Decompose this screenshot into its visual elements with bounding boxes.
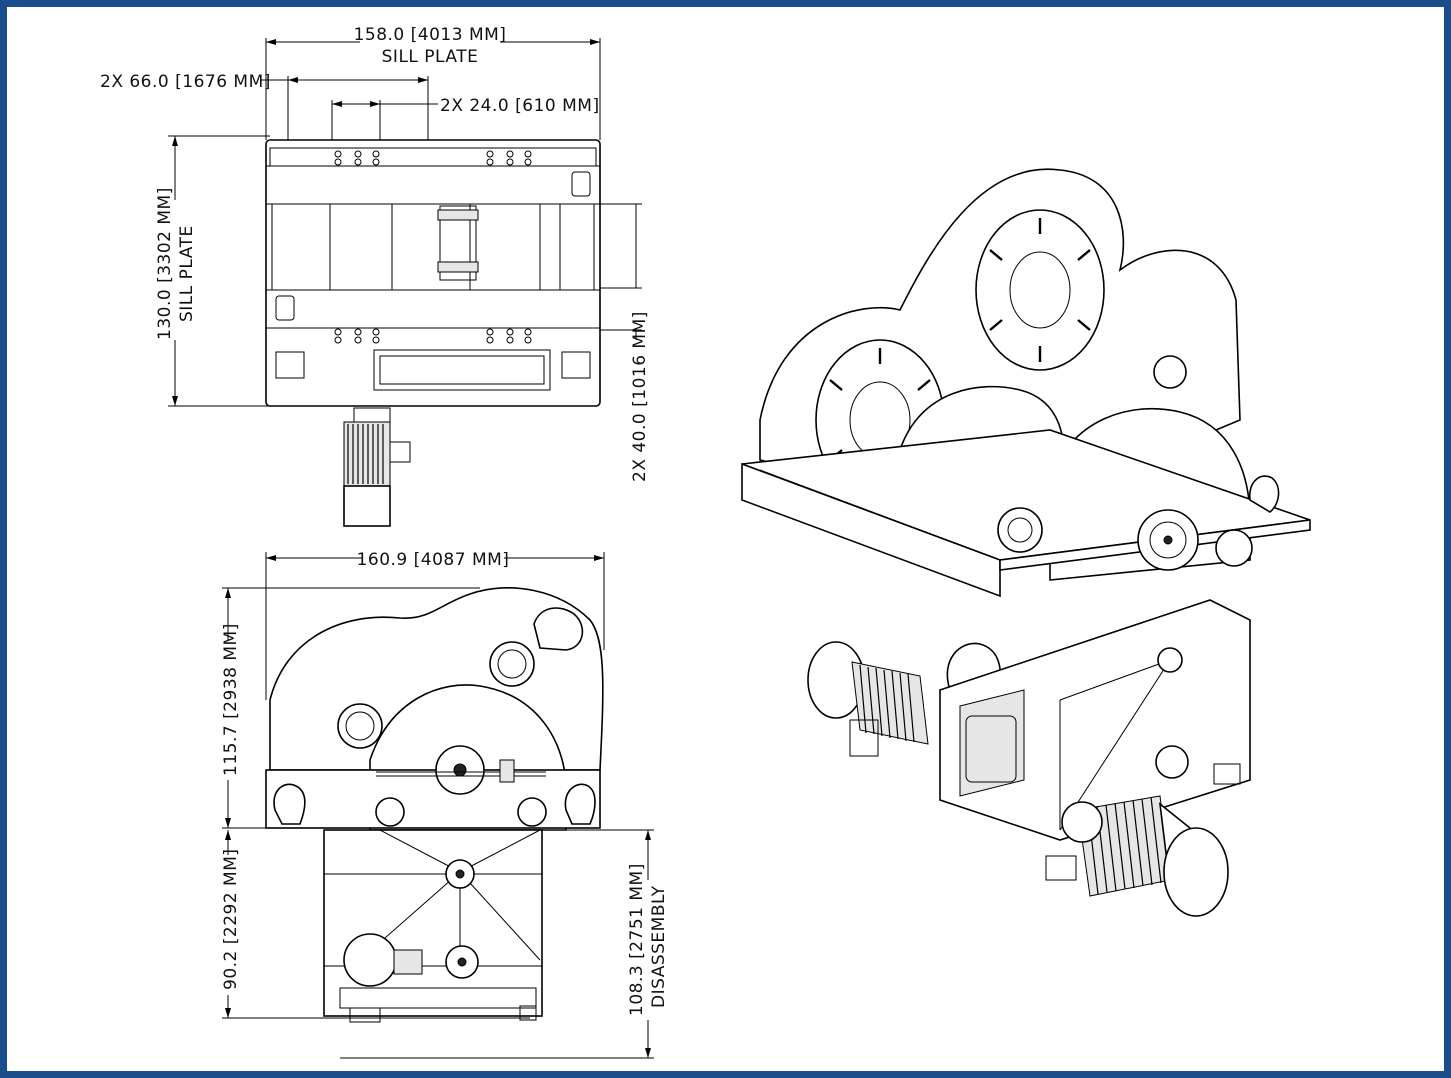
disassembly-sub: DISASSEMBLY (649, 885, 669, 1008)
top-view: 158.0 [4013 MM] SILL PLATE 2X 66.0 [1676… (100, 25, 650, 527)
isometric-view (741, 168, 1311, 917)
top-depth-sub: SILL PLATE (177, 225, 197, 322)
side-view: 160.9 [4087 MM] 115.7 [2938 MM] 90.2 [22… (215, 546, 670, 1059)
disassembly-dim: 108.3 [2751 MM] (627, 863, 647, 1016)
outer-spacing-dim: 2X 66.0 [1676 MM] (100, 72, 271, 92)
top-depth-dim: 130.0 [3302 MM] (155, 187, 175, 340)
top-width-dim: 158.0 [4013 MM] (354, 25, 507, 45)
top-width-sub: SILL PLATE (382, 47, 479, 67)
side-width-dim: 160.9 [4087 MM] (357, 550, 510, 570)
top-offset-dim: 2X 40.0 [1016 MM] (630, 311, 650, 482)
lower-height-dim: 90.2 [2292 MM] (221, 848, 241, 990)
inner-spacing-dim: 2X 24.0 [610 MM] (440, 96, 600, 116)
upper-height-dim: 115.7 [2938 MM] (221, 623, 241, 776)
